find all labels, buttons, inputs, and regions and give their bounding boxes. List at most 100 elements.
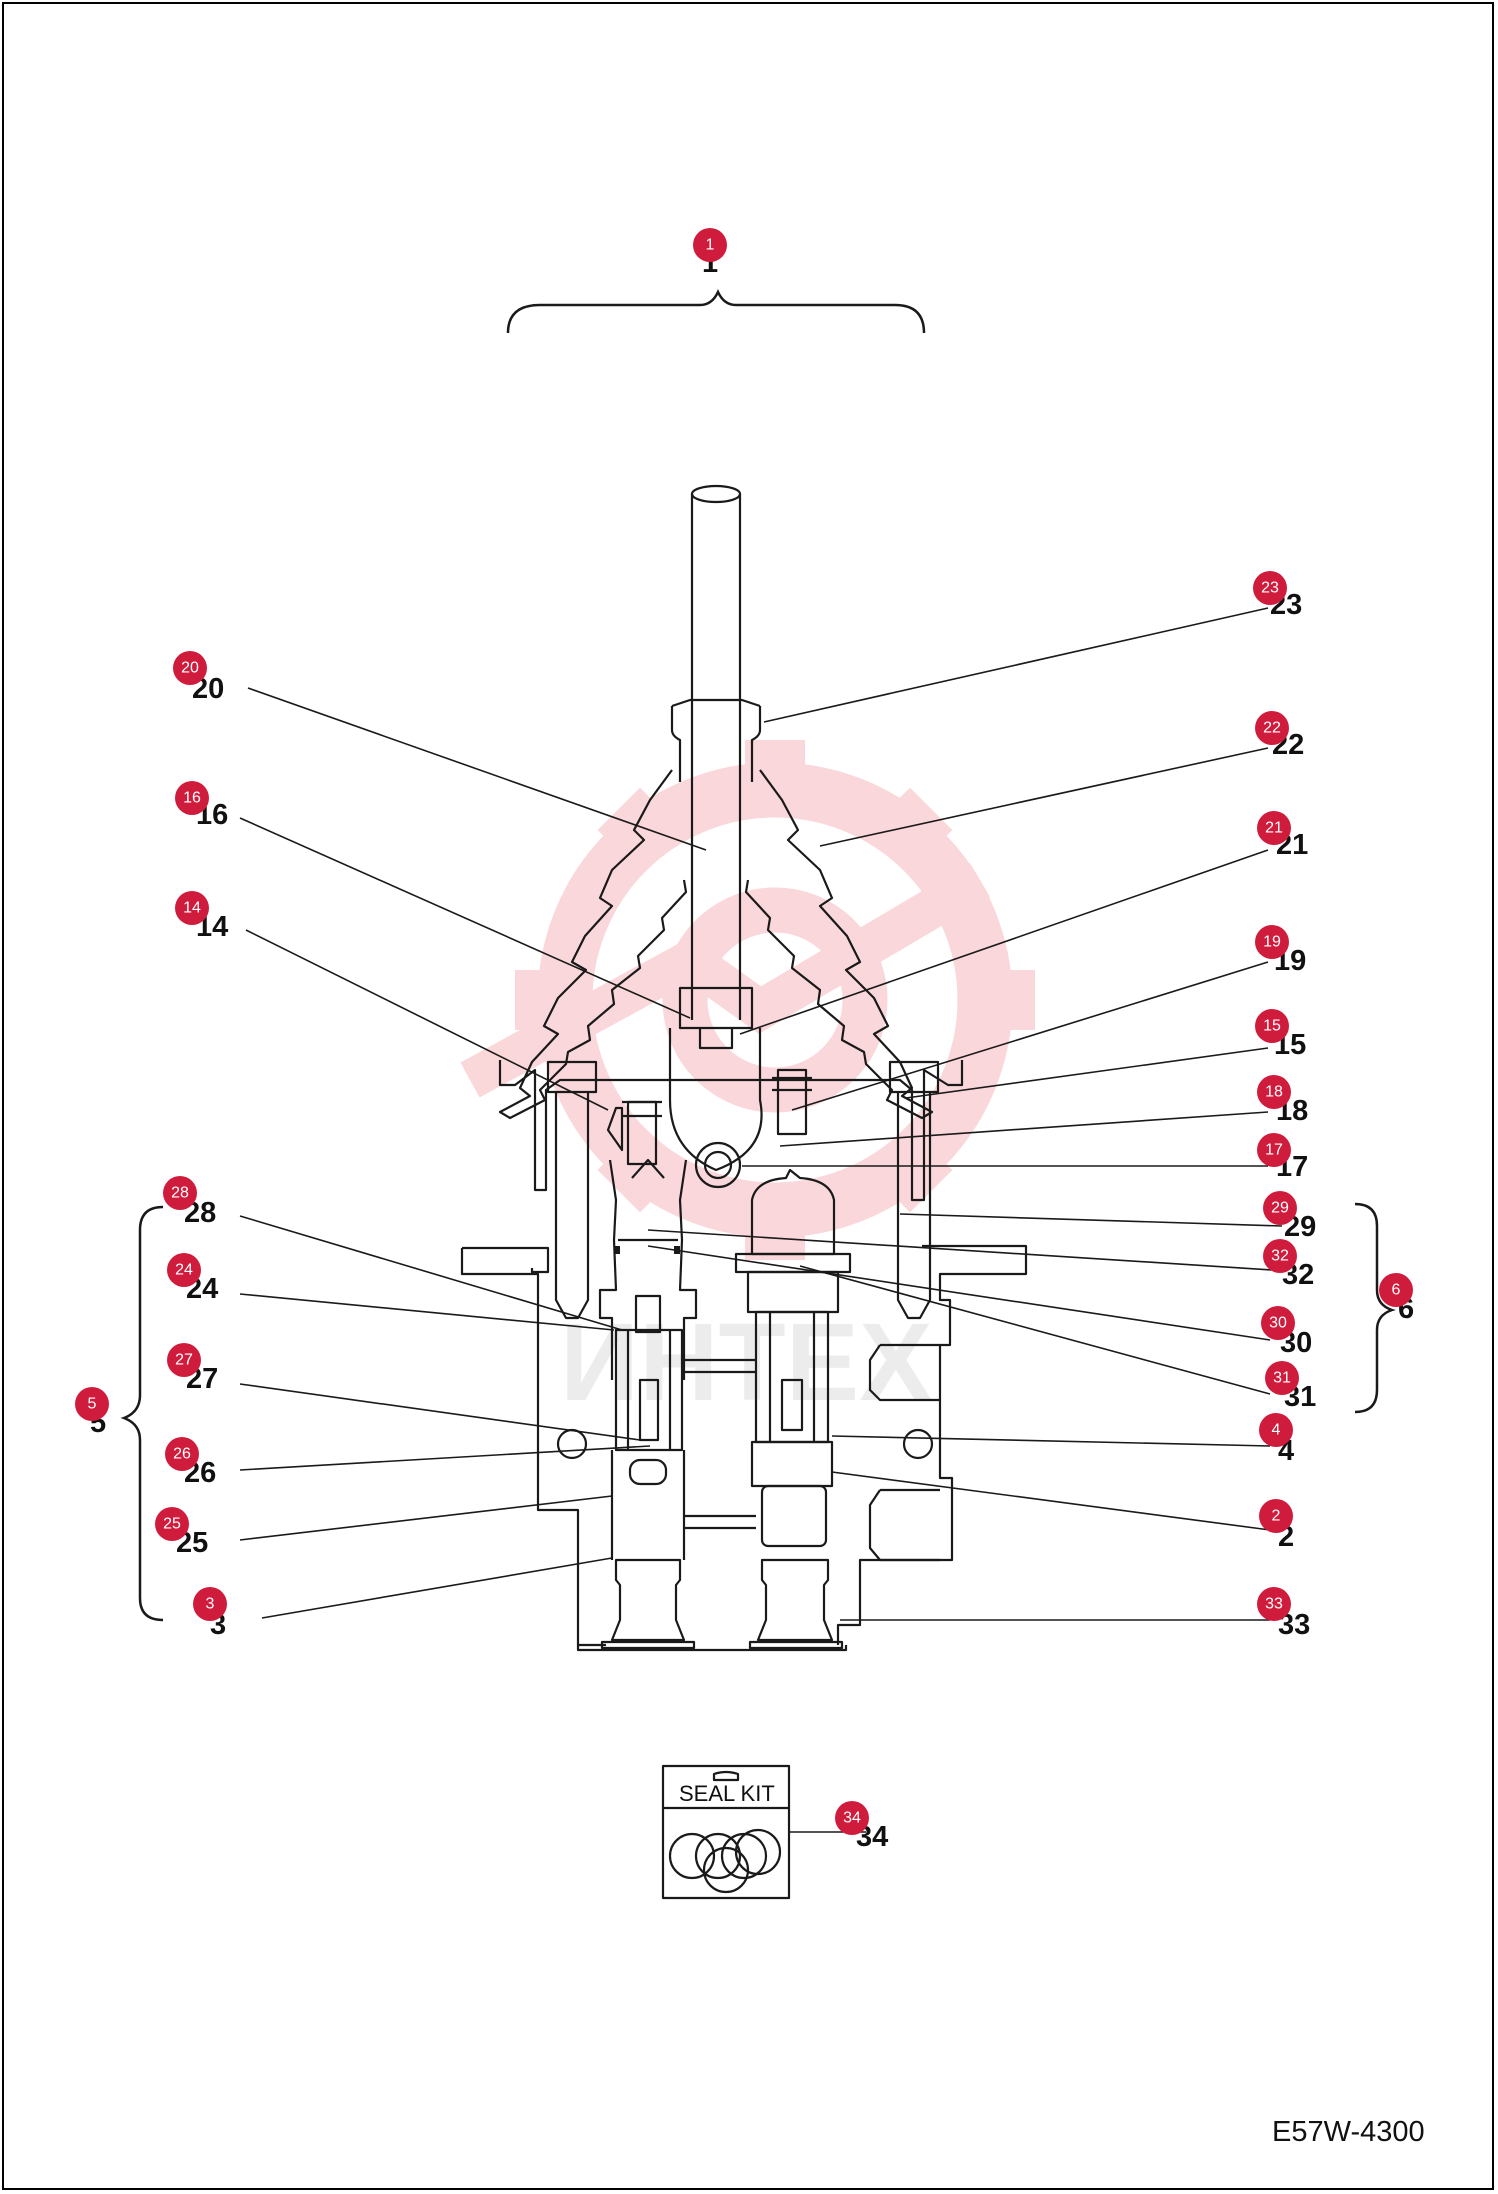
balloon-circle-18	[1257, 1075, 1291, 1109]
callout-balloon-4[interactable]: 4	[1259, 1413, 1293, 1447]
balloon-circle-24	[167, 1253, 201, 1287]
callout-balloon-27[interactable]: 27	[167, 1343, 201, 1377]
balloon-number-32: 32	[1271, 1248, 1289, 1265]
callout-balloon-19[interactable]: 19	[1255, 925, 1289, 959]
leader-lines	[239, 607, 1283, 1833]
callout-balloon-26[interactable]: 26	[165, 1437, 199, 1471]
balloon-number-27: 27	[175, 1352, 193, 1369]
balloon-number-2: 2	[1272, 1508, 1281, 1525]
leader-line-22	[819, 747, 1269, 847]
leader-line-15	[905, 1047, 1269, 1099]
balloon-circle-19	[1255, 925, 1289, 959]
callout-balloon-22[interactable]: 22	[1255, 711, 1289, 745]
callout-balloon-15[interactable]: 15	[1255, 1009, 1289, 1043]
balloon-number-24: 24	[175, 1262, 193, 1279]
callout-balloon-17[interactable]: 17	[1257, 1133, 1291, 1167]
callout-balloon-2[interactable]: 2	[1259, 1499, 1293, 1533]
balloon-number-30: 30	[1269, 1315, 1287, 1332]
callout-balloon-21[interactable]: 21	[1257, 811, 1291, 845]
balloon-circle-16	[175, 781, 209, 815]
callout-balloon-31[interactable]: 31	[1265, 1361, 1299, 1395]
callout-balloon-34[interactable]: 34	[835, 1801, 869, 1835]
leader-line-16	[239, 817, 691, 1019]
balloon-number-25: 25	[163, 1516, 181, 1533]
balloon-circle-30	[1261, 1306, 1295, 1340]
balloon-number-29: 29	[1271, 1200, 1289, 1217]
callout-balloon-18[interactable]: 18	[1257, 1075, 1291, 1109]
balloon-circle-20	[173, 651, 207, 685]
callout-balloon-6[interactable]: 6	[1379, 1273, 1413, 1307]
callout-balloon-24[interactable]: 24	[167, 1253, 201, 1287]
callout-balloon-33[interactable]: 33	[1257, 1587, 1291, 1621]
leader-line-2	[831, 1471, 1271, 1531]
leader-line-31	[799, 1265, 1271, 1395]
callout-balloon-25[interactable]: 25	[155, 1507, 189, 1541]
balloon-number-21: 21	[1265, 820, 1283, 837]
leader-line-24	[239, 1293, 615, 1331]
drawing-code: E57W-4300	[1272, 2116, 1425, 2148]
leader-line-4	[831, 1435, 1271, 1447]
balloon-circle-1	[693, 228, 727, 262]
balloon-number-5: 5	[88, 1396, 97, 1413]
balloon-circle-23	[1253, 571, 1287, 605]
callout-balloon-23[interactable]: 23	[1253, 571, 1287, 605]
callout-balloon-29[interactable]: 29	[1263, 1191, 1297, 1225]
callout-balloon-14[interactable]: 14	[175, 891, 209, 925]
balloon-circle-2	[1259, 1499, 1293, 1533]
balloon-circle-17	[1257, 1133, 1291, 1167]
callout-balloon-32[interactable]: 32	[1263, 1239, 1297, 1273]
balloon-number-26: 26	[173, 1446, 191, 1463]
leader-line-21	[739, 849, 1269, 1035]
assembly-brace-right	[1354, 1202, 1396, 1414]
seal-kit-label: SEAL KIT	[679, 1781, 775, 1806]
balloon-number-18: 18	[1265, 1084, 1283, 1101]
balloon-circle-28	[163, 1176, 197, 1210]
balloon-circle-31	[1265, 1361, 1299, 1395]
leader-line-26	[239, 1445, 651, 1471]
balloon-circle-26	[165, 1437, 199, 1471]
balloon-circle-22	[1255, 711, 1289, 745]
balloon-number-4: 4	[1272, 1422, 1281, 1439]
callout-balloon-3[interactable]: 3	[193, 1587, 227, 1621]
leader-line-20	[247, 687, 707, 851]
leader-line-28	[239, 1215, 623, 1331]
joystick-valve-drawing	[460, 484, 1028, 1900]
balloon-number-31: 31	[1273, 1370, 1291, 1387]
callout-balloon-1[interactable]: 1	[693, 228, 727, 262]
callout-balloon-20[interactable]: 20	[173, 651, 207, 685]
balloon-number-14: 14	[183, 900, 201, 917]
callout-balloons: 1232022162114191518172829243263027315426…	[75, 228, 1413, 1835]
balloon-circle-32	[1263, 1239, 1297, 1273]
leader-line-23	[763, 607, 1269, 723]
balloon-number-28: 28	[171, 1185, 189, 1202]
leader-line-25	[239, 1495, 613, 1541]
balloon-number-15: 15	[1263, 1018, 1281, 1035]
balloon-number-6: 6	[1392, 1282, 1401, 1299]
callout-balloon-28[interactable]: 28	[163, 1176, 197, 1210]
balloon-circle-21	[1257, 811, 1291, 845]
balloon-number-1: 1	[706, 237, 715, 254]
balloon-number-16: 16	[183, 790, 201, 807]
balloon-number-3: 3	[206, 1596, 215, 1613]
balloon-circle-29	[1263, 1191, 1297, 1225]
leader-line-30	[647, 1245, 1271, 1341]
leader-line-19	[791, 961, 1269, 1111]
balloon-circle-14	[175, 891, 209, 925]
balloon-circle-6	[1379, 1273, 1413, 1307]
callout-balloon-5[interactable]: 5	[75, 1387, 109, 1421]
assembly-brace-top	[506, 289, 926, 334]
balloon-circle-33	[1257, 1587, 1291, 1621]
balloon-number-34: 34	[843, 1810, 861, 1827]
balloon-circle-5	[75, 1387, 109, 1421]
balloon-number-20: 20	[181, 660, 199, 677]
leader-line-3	[261, 1557, 613, 1619]
balloon-number-22: 22	[1263, 720, 1281, 737]
callout-balloon-30[interactable]: 30	[1261, 1306, 1295, 1340]
balloon-circle-3	[193, 1587, 227, 1621]
assembly-brace-left	[120, 1205, 164, 1622]
callout-balloon-16[interactable]: 16	[175, 781, 209, 815]
balloon-number-23: 23	[1261, 580, 1279, 597]
